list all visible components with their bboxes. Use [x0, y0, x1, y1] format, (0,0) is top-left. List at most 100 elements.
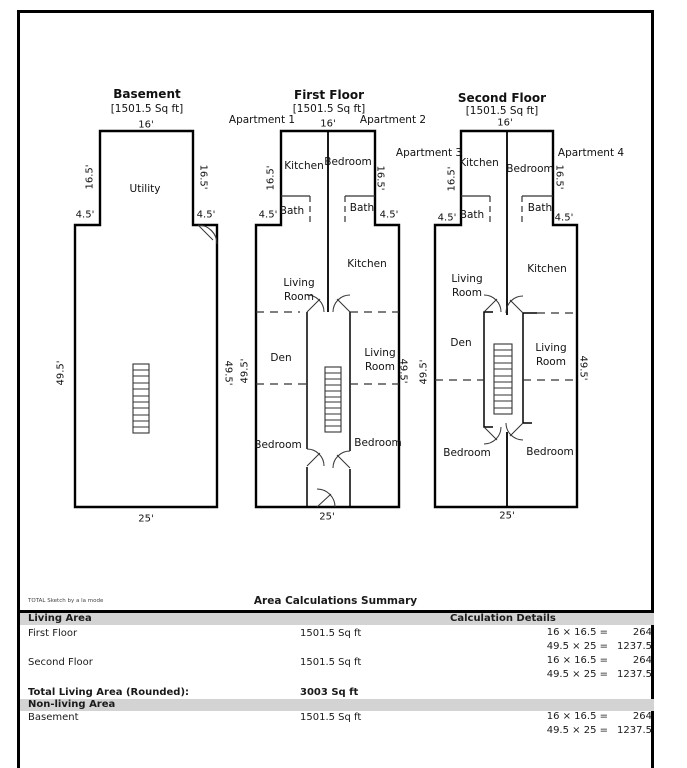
second-floor-dim-step-right: 4.5' [554, 212, 574, 224]
first-floor-dim-top: 16' [320, 118, 336, 130]
second-floor-stair-enclosure [483, 311, 537, 428]
basement-plan: Basement [1501.5 Sq ft] 16' 16.5' 16.5' … [40, 82, 240, 525]
calc-expression: 16 × 16.5 = [546, 655, 608, 666]
second-floor-room-bedroom-right: Bedroom [526, 446, 574, 458]
first-floor-door-arcs [306, 294, 351, 508]
calc-result: 264 [632, 655, 652, 666]
sketch-border-frame [17, 10, 654, 768]
row-first-floor-calcs: 16 × 16.5 = 264 49.5 × 25 = 1237.5 [530, 626, 652, 653]
second-floor-dim-top: 16' [497, 117, 513, 129]
second-floor-plan: Second Floor [1501.5 Sq ft] 16' Apartmen… [396, 82, 628, 525]
basement-door-arc [197, 224, 218, 245]
first-floor-outline [254, 129, 401, 509]
basement-dim-upper-left: 16.5' [84, 164, 96, 190]
second-floor-dim-bottom: 25' [499, 510, 515, 522]
summary-title: Area Calculations Summary [253, 595, 418, 607]
calc-result: 264 [632, 711, 652, 722]
total-living-area-value: 3003 Sq ft [300, 687, 359, 698]
calc-expression: 16 × 16.5 = [546, 627, 608, 638]
nonliving-area-header-row: Non-living Area [20, 699, 654, 711]
calc-result: 1237.5 [617, 640, 652, 652]
basement-dim-step-left: 4.5' [75, 209, 95, 221]
row-basement-label: Basement [28, 712, 79, 723]
row-first-floor-area: 1501.5 Sq ft [300, 628, 362, 639]
second-floor-dim-side-left: 49.5' [418, 359, 430, 385]
second-floor-title: Second Floor [457, 91, 547, 105]
second-floor-room-living-lower: Living Room [535, 342, 567, 368]
first-floor-room-kitchen-main: Kitchen [347, 258, 387, 270]
second-floor-room-kitchen-main: Kitchen [527, 263, 567, 275]
second-floor-stairs-treads [494, 349, 512, 409]
row-first-floor-label: First Floor [28, 628, 78, 639]
first-floor-partitions [256, 311, 399, 385]
first-floor-title: First Floor [293, 88, 365, 102]
second-floor-room-den: Den [450, 337, 472, 349]
calc-expression: 49.5 × 25 = [546, 724, 608, 736]
first-floor-stairs [324, 366, 342, 433]
basement-dim-bottom: 25' [138, 513, 154, 525]
basement-outline [73, 129, 219, 509]
basement-dim-upper-right: 16.5' [197, 164, 209, 190]
first-floor-room-living-upper: Living Room [283, 277, 315, 303]
first-floor-dim-upper-left: 16.5' [265, 165, 277, 191]
first-floor-plan: First Floor [1501.5 Sq ft] Apartment 1 1… [220, 82, 435, 525]
calc-expression: 49.5 × 25 = [546, 640, 608, 652]
first-floor-room-bath-left: Bath [279, 205, 305, 217]
second-floor-room-living-upper: Living Room [451, 273, 483, 299]
basement-room-utility: Utility [129, 183, 161, 195]
first-floor-room-bedroom-right: Bedroom [354, 437, 402, 449]
second-floor-room-bedroom-left: Bedroom [443, 447, 491, 459]
basement-dim-top: 16' [138, 119, 154, 131]
row-basement-calcs: 16 × 16.5 = 264 49.5 × 25 = 1237.5 [530, 710, 652, 737]
first-floor-stairs-treads [325, 372, 341, 427]
first-floor-door-leaves [306, 298, 351, 508]
living-area-header-row: Living Area Calculation Details [20, 613, 654, 625]
second-floor-room-bath-left: Bath [459, 209, 485, 221]
basement-dim-side-left: 49.5' [55, 360, 67, 386]
basement-title: Basement [113, 87, 181, 101]
calc-result: 1237.5 [617, 668, 652, 680]
first-floor-room-living-lower: Living Room [364, 347, 396, 373]
first-floor-room-den: Den [270, 352, 292, 364]
second-floor-walls-drawing [433, 129, 579, 509]
nonliving-area-header: Non-living Area [28, 699, 116, 710]
first-floor-dim-bottom: 25' [319, 511, 335, 523]
software-branding: TOTAL Sketch by a la mode [28, 598, 104, 604]
first-floor-dim-side-left: 49.5' [239, 358, 251, 384]
second-floor-dim-side-right: 49.5' [577, 355, 589, 381]
second-floor-outline [433, 129, 579, 509]
second-floor-partitions [435, 312, 577, 381]
basement-subtitle: [1501.5 Sq ft] [110, 103, 184, 115]
first-floor-hallway-walls [306, 312, 351, 507]
calc-result: 264 [632, 627, 652, 638]
calculation-details-header: Calculation Details [450, 613, 556, 624]
second-floor-dim-upper-right: 16.5' [553, 164, 565, 190]
first-floor-room-bedroom-upper: Bedroom [324, 156, 372, 168]
first-floor-dim-upper-right: 16.5' [374, 165, 386, 191]
first-floor-apartment-2-label: Apartment 2 [359, 114, 427, 126]
basement-stairs-treads [133, 369, 149, 428]
total-living-area-label: Total Living Area (Rounded): [28, 687, 190, 698]
first-floor-walls-drawing [254, 129, 401, 509]
summary-divider [20, 610, 654, 613]
row-second-floor-label: Second Floor [28, 657, 93, 668]
first-floor-subtitle: [1501.5 Sq ft] [292, 103, 366, 115]
calc-result: 1237.5 [617, 724, 652, 736]
second-floor-room-kitchen-upper: Kitchen [459, 157, 499, 169]
second-floor-stairs [493, 343, 513, 415]
row-second-floor-calcs: 16 × 16.5 = 264 49.5 × 25 = 1237.5 [530, 654, 652, 681]
row-second-floor-area: 1501.5 Sq ft [300, 657, 362, 668]
calc-expression: 16 × 16.5 = [546, 711, 608, 722]
first-floor-dim-step-right: 4.5' [379, 209, 399, 221]
first-floor-room-kitchen-upper: Kitchen [284, 160, 324, 172]
second-floor-room-bedroom-upper: Bedroom [506, 163, 554, 175]
second-floor-door-leaves [483, 298, 524, 441]
first-floor-room-bedroom-left: Bedroom [254, 439, 302, 451]
basement-stairs [132, 363, 150, 434]
second-floor-room-bath-right: Bath [527, 202, 553, 214]
basement-dim-step-right: 4.5' [196, 209, 216, 221]
basement-walls-drawing [73, 129, 219, 509]
calc-expression: 49.5 × 25 = [546, 668, 608, 680]
row-basement-area: 1501.5 Sq ft [300, 712, 362, 723]
